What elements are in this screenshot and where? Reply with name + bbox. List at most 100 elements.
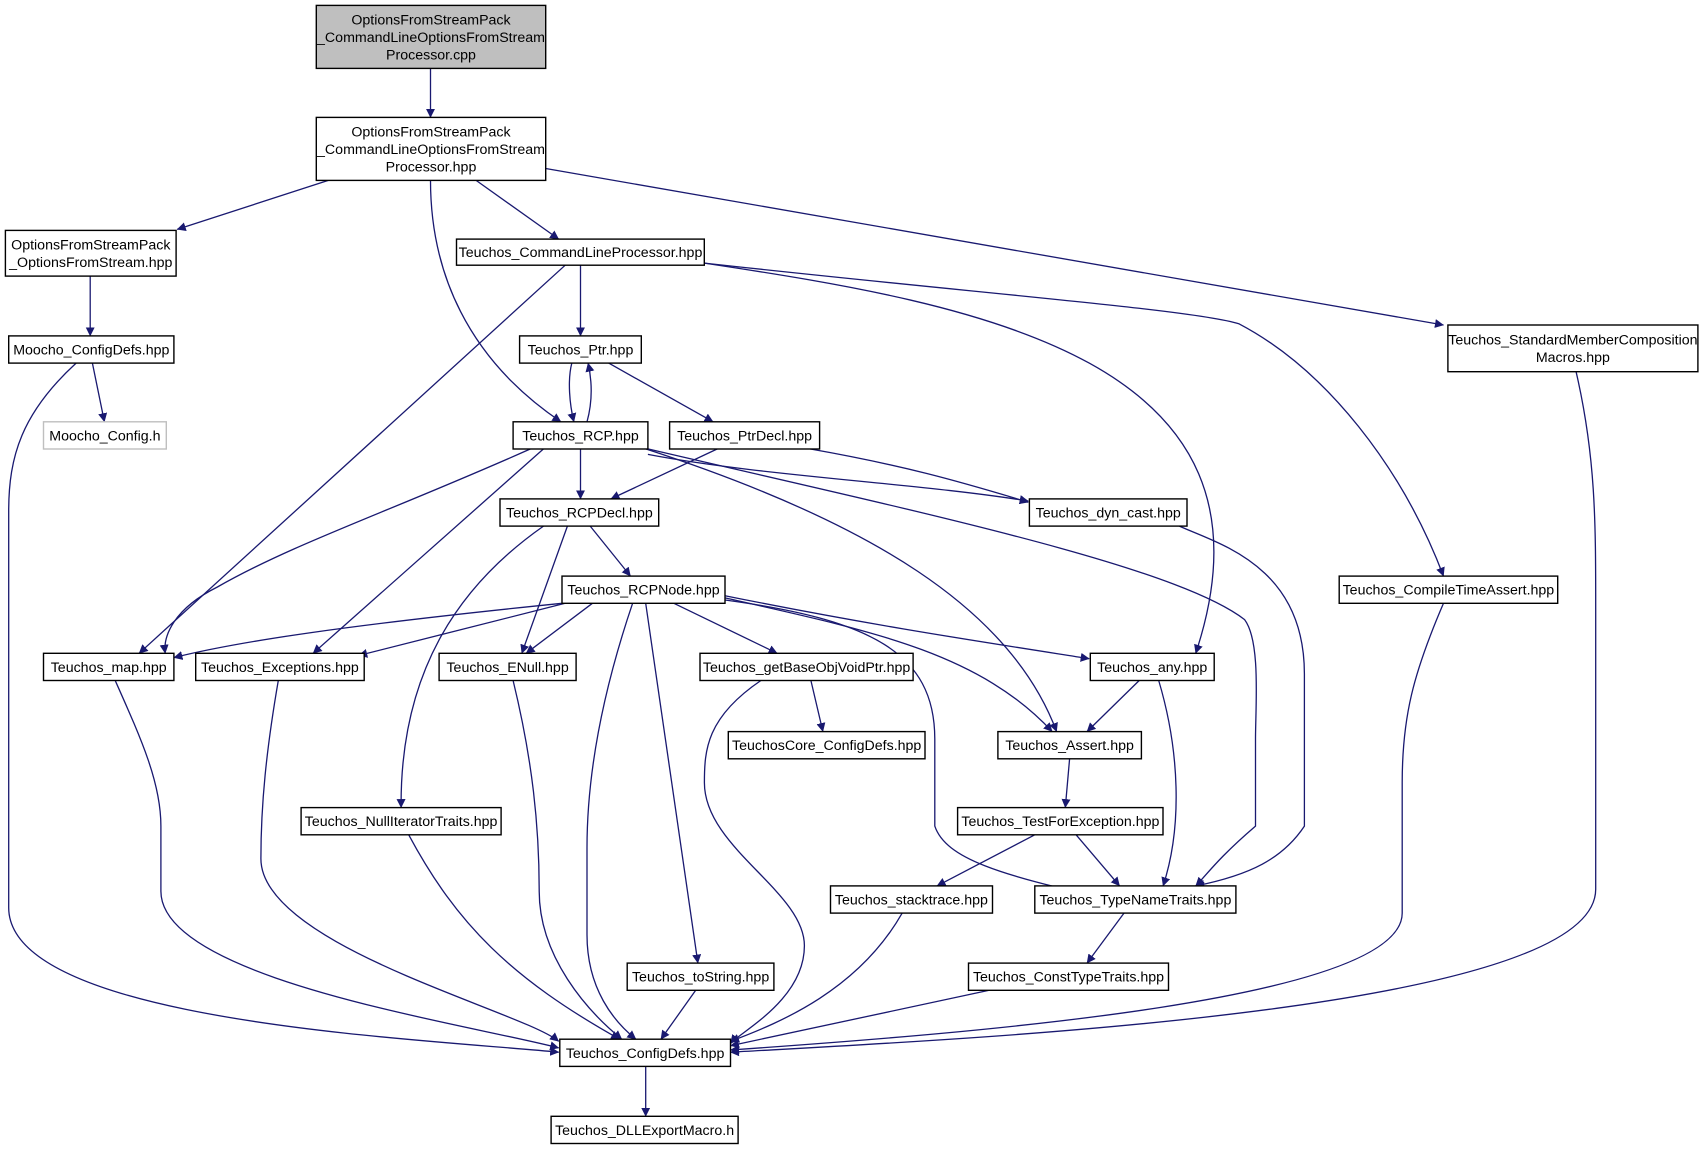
edge-n13-n27 [730, 603, 1445, 1054]
edges-layer [8, 68, 1597, 1117]
edge-n22-n24 [1075, 834, 1121, 887]
node-box[interactable] [559, 1038, 732, 1068]
edge-n5-n6 [91, 362, 108, 423]
edge-n5-n27 [8, 362, 560, 1056]
node-n12[interactable]: Teuchos_RCPNode.hpp [561, 575, 726, 604]
node-box[interactable] [315, 4, 547, 70]
node-box[interactable] [4, 229, 177, 277]
node-n23[interactable]: Teuchos_stacktrace.hpp [829, 885, 994, 914]
node-box[interactable] [455, 238, 706, 266]
node-label: Teuchos_ConfigDefs.hpp [566, 1046, 725, 1062]
node-n24[interactable]: Teuchos_TypeNameTraits.hpp [1034, 885, 1237, 914]
node-box[interactable] [512, 421, 649, 450]
node-box[interactable] [550, 1115, 739, 1145]
edge-n12-n24 [724, 599, 1108, 902]
node-n6[interactable]: Moocho_Config.h [42, 421, 168, 450]
edge-n7-n8 [567, 362, 577, 423]
node-box[interactable] [499, 498, 660, 527]
node-n14[interactable]: Teuchos_map.hpp [42, 652, 175, 682]
node-box[interactable] [997, 730, 1143, 760]
node-n19[interactable]: TeuchosCore_ConfigDefs.hpp [727, 730, 926, 760]
node-n9[interactable]: Teuchos_PtrDecl.hpp [668, 421, 821, 450]
edge-n8-n7 [585, 362, 595, 422]
edge-n1-n8 [429, 180, 562, 423]
edge-n11-n24 [1179, 525, 1306, 889]
node-box[interactable] [561, 575, 726, 604]
node-box[interactable] [829, 885, 994, 914]
nodes-layer: OptionsFromStreamPack _CommandLineOptions… [4, 4, 1699, 1145]
node-n17[interactable]: Teuchos_getBaseObjVoidPtr.hpp [699, 652, 914, 682]
node-box[interactable] [1338, 575, 1559, 604]
node-box[interactable] [1034, 885, 1237, 914]
node-n22[interactable]: Teuchos_TestForException.hpp [956, 806, 1164, 836]
node-n2[interactable]: OptionsFromStreamPack_OptionsFromStream.… [4, 229, 177, 277]
node-label: Teuchos_CommandLineProcessor.hpp [459, 245, 703, 261]
edge-n12-n16 [525, 602, 593, 654]
node-label: _CommandLineOptionsFromStream [316, 142, 545, 158]
node-n11[interactable]: Teuchos_dyn_cast.hpp [1028, 498, 1188, 527]
edge-n21-n27 [408, 834, 620, 1040]
node-box[interactable] [668, 421, 821, 450]
edge-n25-n27 [660, 989, 697, 1040]
edge-n8-n14 [159, 448, 531, 654]
edge-n3-n14 [138, 264, 566, 654]
node-n4[interactable]: Teuchos_StandardMemberCompositionMacros.… [1447, 324, 1699, 373]
node-n28[interactable]: Teuchos_DLLExportMacro.h [550, 1115, 739, 1145]
edge-n1-n2 [176, 179, 329, 232]
node-box[interactable] [518, 335, 642, 364]
node-n15[interactable]: Teuchos_Exceptions.hpp [194, 652, 365, 682]
node-n18[interactable]: Teuchos_any.hpp [1089, 652, 1215, 682]
node-n20[interactable]: Teuchos_Assert.hpp [997, 730, 1143, 760]
node-n1[interactable]: OptionsFromStreamPack_CommandLineOptions… [315, 116, 547, 182]
node-n27[interactable]: Teuchos_ConfigDefs.hpp [559, 1038, 732, 1068]
node-label: Teuchos_getBaseObjVoidPtr.hpp [703, 660, 911, 676]
node-n16[interactable]: Teuchos_ENull.hpp [438, 652, 577, 682]
node-box[interactable] [956, 806, 1164, 836]
node-n25[interactable]: Teuchos_toString.hpp [626, 962, 775, 991]
node-n13[interactable]: Teuchos_CompileTimeAssert.hpp [1338, 575, 1559, 604]
edge-n12-n15 [358, 602, 566, 658]
edge-n16-n27 [512, 680, 623, 1040]
node-box[interactable] [7, 335, 175, 364]
node-label: Processor.hpp [386, 160, 477, 176]
node-label: OptionsFromStreamPack [11, 238, 171, 254]
node-n26[interactable]: Teuchos_ConstTypeTraits.hpp [967, 962, 1170, 991]
node-box[interactable] [315, 116, 547, 182]
node-box[interactable] [699, 652, 914, 682]
node-box[interactable] [300, 806, 502, 836]
node-n3[interactable]: Teuchos_CommandLineProcessor.hpp [455, 238, 706, 266]
node-n5[interactable]: Moocho_ConfigDefs.hpp [7, 335, 175, 364]
node-label: Teuchos_Assert.hpp [1005, 738, 1134, 754]
node-box[interactable] [1447, 324, 1699, 373]
edge-n12-n27 [586, 603, 637, 1040]
node-label: Teuchos_DLLExportMacro.h [555, 1123, 734, 1139]
node-box[interactable] [42, 652, 175, 682]
node-box[interactable] [194, 652, 365, 682]
edge-n14-n27 [114, 680, 560, 1051]
node-box[interactable] [967, 962, 1170, 991]
node-label: Teuchos_StandardMemberComposition [1448, 333, 1697, 349]
node-box[interactable] [1028, 498, 1188, 527]
edge-n8-n20 [645, 448, 1058, 733]
node-label: Teuchos_NullIteratorTraits.hpp [305, 814, 498, 830]
edge-n10-n16 [520, 525, 569, 654]
edge-n17-n27 [703, 679, 806, 1044]
node-label: TeuchosCore_ConfigDefs.hpp [732, 738, 921, 754]
node-label: Teuchos_Exceptions.hpp [201, 660, 359, 676]
edge-n12-n17 [673, 602, 778, 654]
node-box[interactable] [42, 421, 168, 450]
node-label: _CommandLineOptionsFromStream [316, 30, 545, 46]
node-box[interactable] [626, 962, 775, 991]
node-box[interactable] [1089, 652, 1215, 682]
node-n8[interactable]: Teuchos_RCP.hpp [512, 421, 649, 450]
node-n21[interactable]: Teuchos_NullIteratorTraits.hpp [300, 806, 502, 836]
node-label: Teuchos_dyn_cast.hpp [1036, 506, 1181, 522]
node-box[interactable] [727, 730, 926, 760]
node-n0[interactable]: OptionsFromStreamPack_CommandLineOptions… [315, 4, 547, 70]
node-n10[interactable]: Teuchos_RCPDecl.hpp [499, 498, 660, 527]
edge-n1-n4 [545, 167, 1444, 328]
node-n7[interactable]: Teuchos_Ptr.hpp [518, 335, 642, 364]
edge-n9-n10 [610, 448, 718, 500]
node-box[interactable] [438, 652, 577, 682]
node-label: Teuchos_CompileTimeAssert.hpp [1343, 583, 1555, 599]
